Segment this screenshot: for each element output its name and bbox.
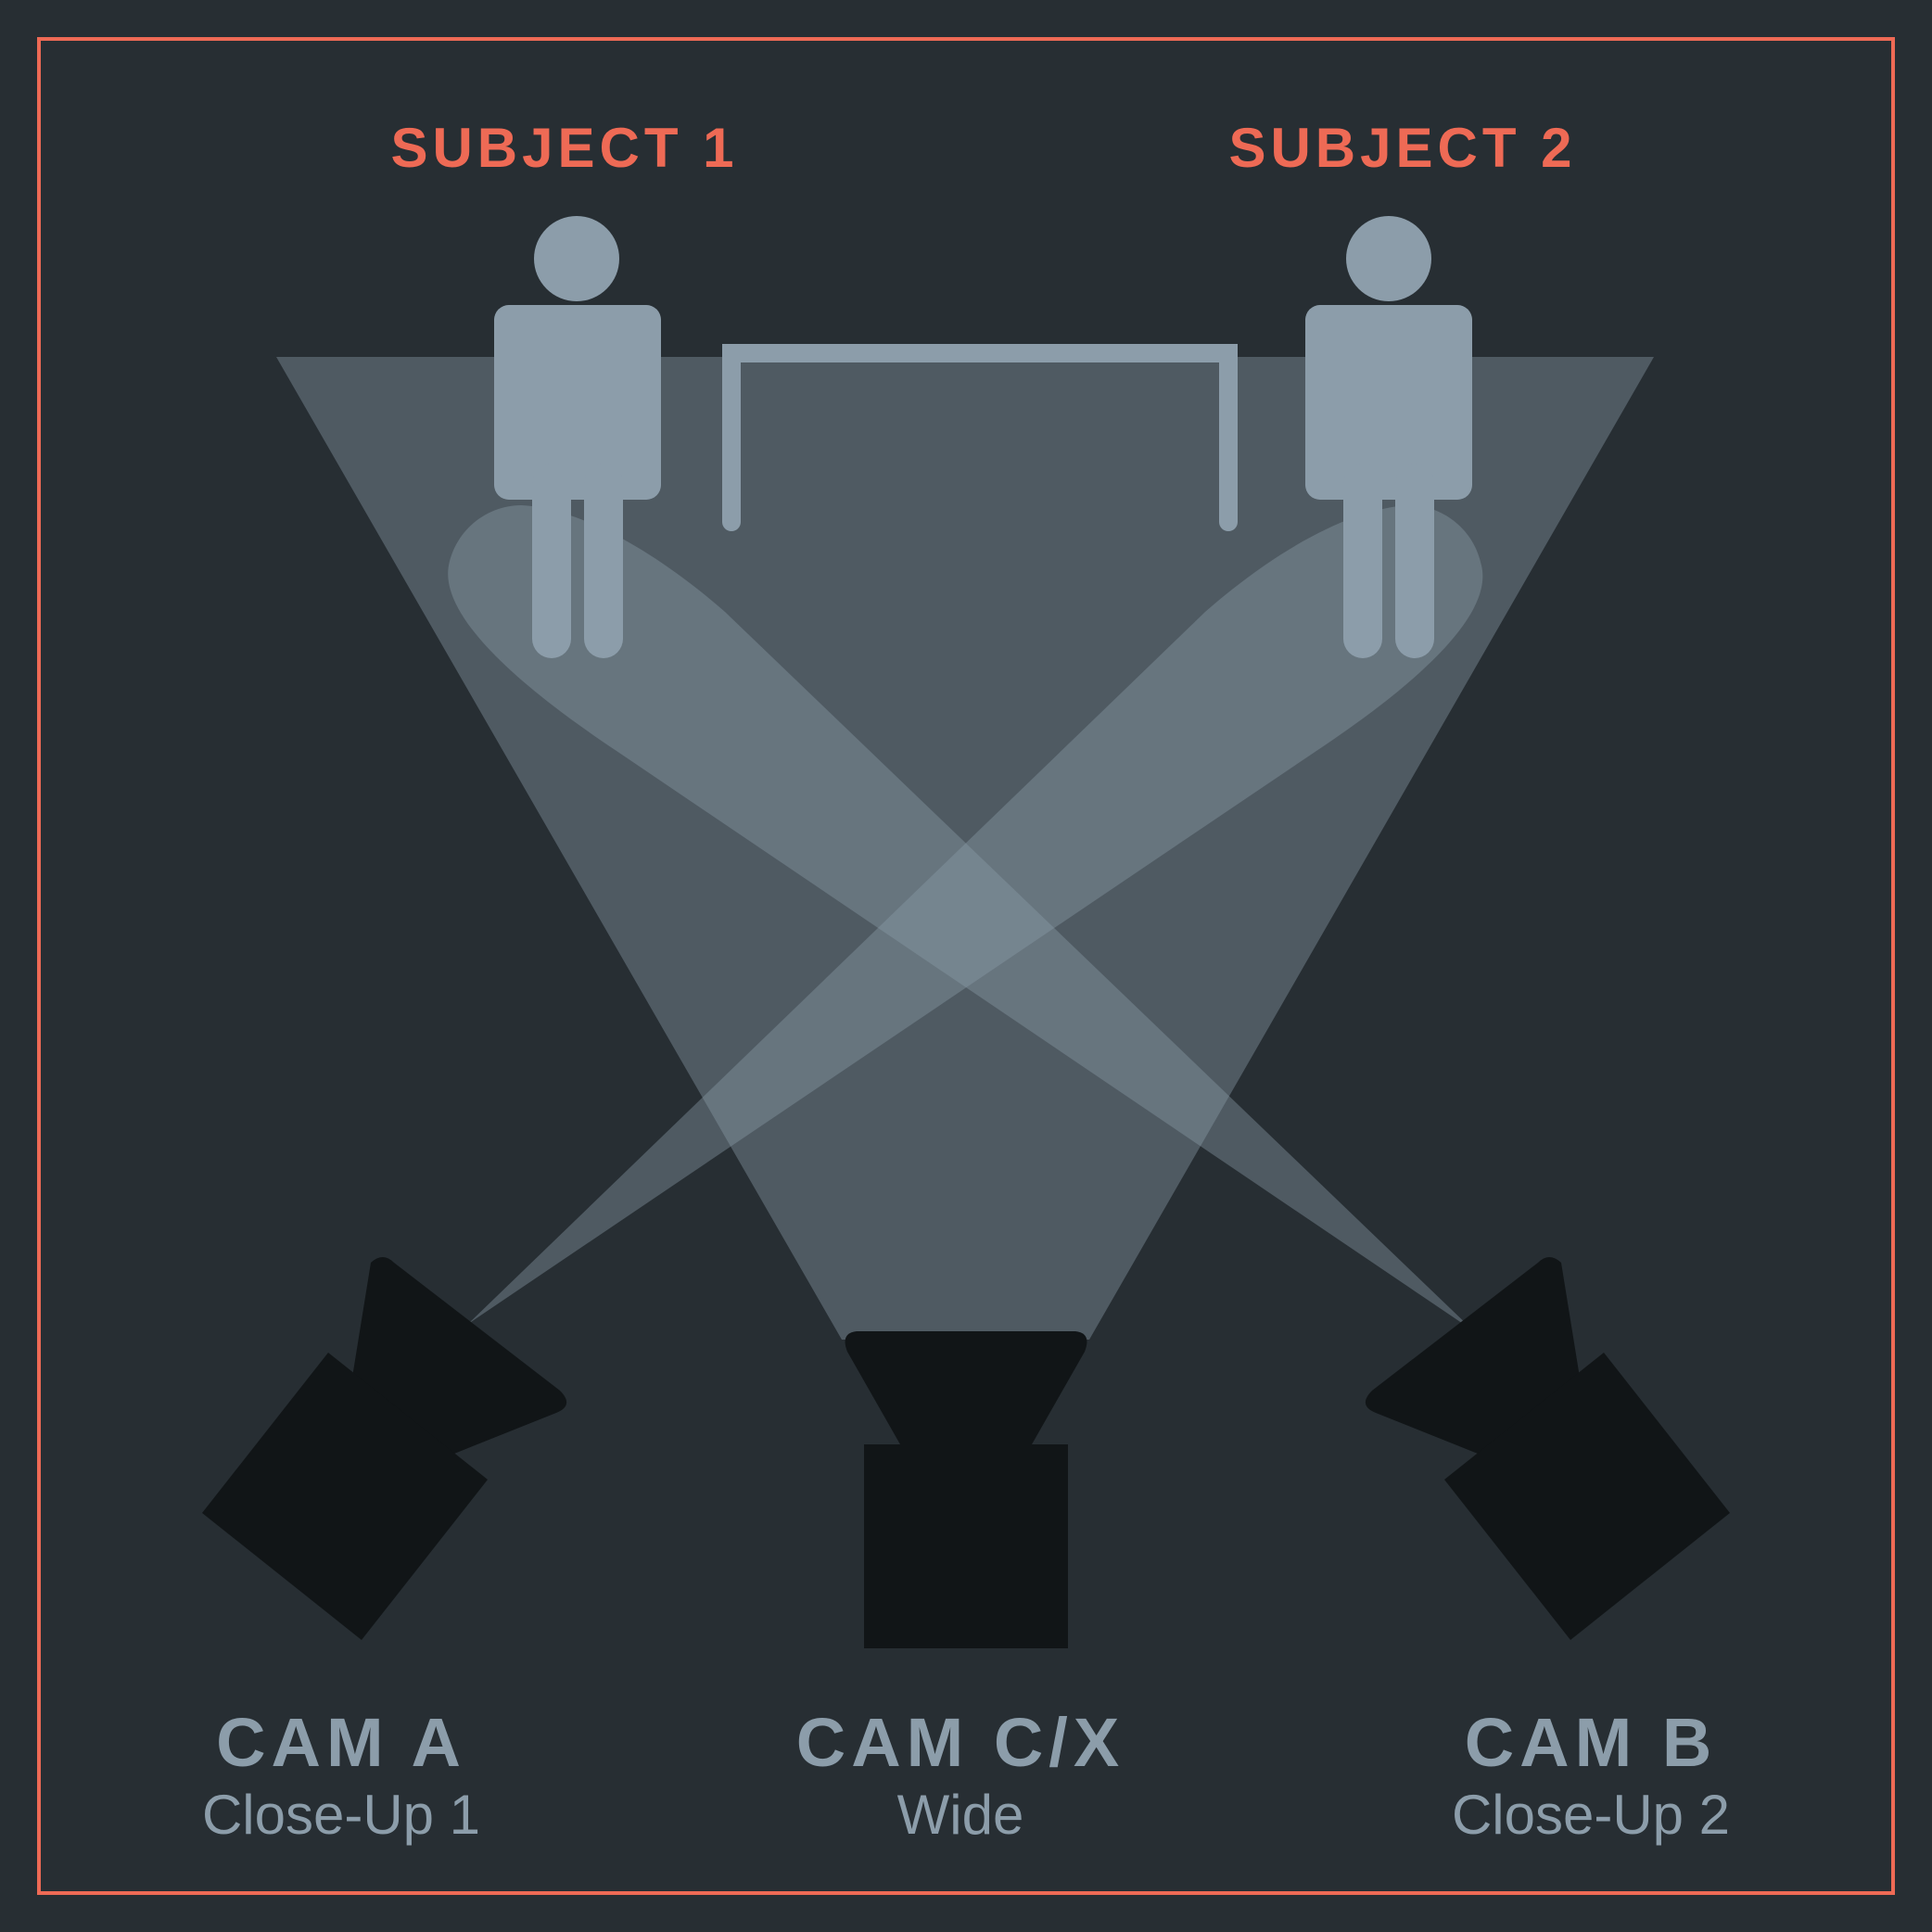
subject-1-label: SUBJECT 1 (390, 117, 739, 179)
cam-b-beam (448, 505, 1474, 1331)
table (722, 344, 1238, 531)
cam-b-description: Close-Up 2 (1451, 1784, 1731, 1846)
cam-a-label: CAM A (216, 1704, 466, 1781)
cam-cx-icon (845, 1331, 1087, 1648)
cam-a-description: Close-Up 1 (201, 1784, 481, 1846)
subject-1-figure (494, 216, 661, 658)
subject-2-figure (1305, 216, 1472, 658)
cam-a-icon (202, 1257, 567, 1640)
cam-a-beam (468, 505, 1483, 1324)
cam-b-icon (1365, 1257, 1730, 1640)
subject-2-label: SUBJECT 2 (1228, 117, 1577, 179)
cam-cx-description: Wide (896, 1784, 1024, 1846)
frame-border (37, 37, 1895, 1895)
cam-b-label: CAM B (1464, 1704, 1718, 1781)
cam-cx-label: CAM C/X (795, 1704, 1125, 1781)
